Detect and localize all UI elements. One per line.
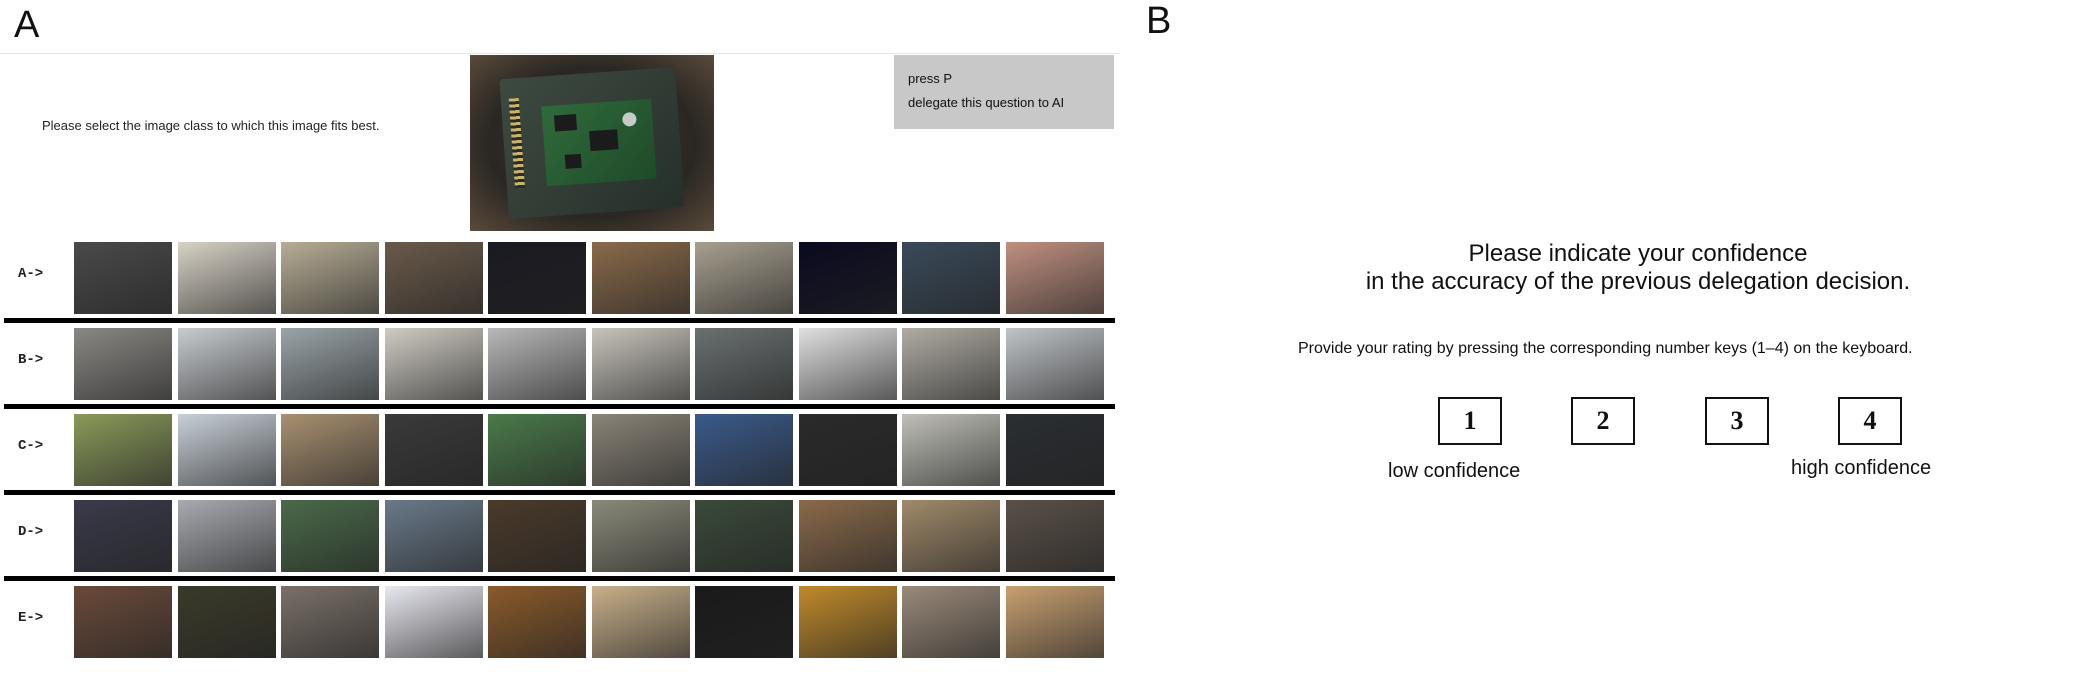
row-divider — [4, 318, 1115, 323]
confidence-title-line-2: in the accuracy of the previous delegati… — [1365, 268, 1911, 295]
rating-key-3[interactable]: 3 — [1705, 397, 1769, 445]
class-example-image — [488, 500, 586, 572]
class-example-image — [1006, 586, 1104, 658]
class-example-image — [592, 500, 690, 572]
class-example-image — [74, 242, 172, 314]
class-example-image — [178, 500, 276, 572]
class-thumbnails — [74, 242, 1114, 314]
low-confidence-label: low confidence — [1388, 460, 1521, 482]
class-thumbnails — [74, 586, 1114, 658]
class-example-image — [385, 242, 483, 314]
class-example-image — [695, 414, 793, 486]
row-divider — [4, 490, 1115, 495]
class-example-image — [385, 500, 483, 572]
class-example-image — [799, 500, 897, 572]
class-example-image — [695, 328, 793, 400]
class-thumbnails — [74, 414, 1114, 486]
class-example-image — [281, 586, 379, 658]
class-row[interactable]: B-> — [0, 324, 1120, 404]
rating-key-1[interactable]: 1 — [1438, 397, 1502, 445]
rating-key-2[interactable]: 2 — [1571, 397, 1635, 445]
class-example-image — [1006, 242, 1104, 314]
class-example-image — [1006, 328, 1104, 400]
class-example-image — [488, 328, 586, 400]
class-example-image — [74, 586, 172, 658]
class-row-label: A-> — [18, 266, 44, 282]
class-example-image — [281, 500, 379, 572]
top-divider — [0, 53, 1120, 54]
chip — [564, 153, 582, 169]
class-example-image — [178, 586, 276, 658]
class-row[interactable]: A-> — [0, 238, 1120, 318]
class-example-image — [281, 414, 379, 486]
class-example-image — [902, 328, 1000, 400]
confidence-title-line-1: Please indicate your confidence — [1468, 240, 1808, 267]
class-row-label: D-> — [18, 524, 44, 540]
class-example-image — [385, 414, 483, 486]
circuit-board — [541, 98, 657, 187]
hard-drive-photo — [499, 67, 685, 219]
query-image — [470, 55, 714, 231]
class-example-image — [592, 414, 690, 486]
chip — [589, 129, 619, 152]
class-example-image — [178, 414, 276, 486]
class-example-image — [592, 586, 690, 658]
class-example-image — [695, 500, 793, 572]
panel-b-label: B — [1146, 0, 1172, 42]
class-example-image — [799, 586, 897, 658]
class-thumbnails — [74, 500, 1114, 572]
class-row-label: E-> — [18, 610, 44, 626]
class-example-image — [178, 242, 276, 314]
class-example-image — [178, 328, 276, 400]
rating-instruction: Provide your rating by pressing the corr… — [1298, 340, 1913, 357]
class-example-image — [1006, 500, 1104, 572]
high-confidence-label: high confidence — [1791, 457, 1932, 479]
class-example-image — [902, 586, 1000, 658]
class-example-image — [281, 328, 379, 400]
class-example-image — [799, 242, 897, 314]
panel-a-label: A — [14, 4, 40, 46]
classification-task-panel: Please select the image class to which t… — [0, 53, 1120, 662]
class-example-image — [488, 586, 586, 658]
class-example-image — [74, 328, 172, 400]
class-example-image — [74, 500, 172, 572]
class-example-image — [385, 586, 483, 658]
class-example-image — [74, 414, 172, 486]
class-example-image — [902, 500, 1000, 572]
class-row[interactable]: C-> — [0, 410, 1120, 490]
class-row-label: C-> — [18, 438, 44, 454]
class-example-image — [902, 414, 1000, 486]
class-example-image — [281, 242, 379, 314]
confidence-rating-panel: Please indicate your confidence in the a… — [1120, 0, 2090, 680]
row-divider — [4, 404, 1115, 409]
class-example-image — [488, 414, 586, 486]
delegate-key-hint: press P — [908, 71, 953, 86]
connector-pins — [508, 98, 525, 189]
task-prompt: Please select the image class to which t… — [42, 118, 380, 133]
row-divider — [4, 576, 1115, 581]
class-example-image — [799, 414, 897, 486]
class-example-image — [902, 242, 1000, 314]
class-example-image — [799, 328, 897, 400]
class-example-image — [592, 242, 690, 314]
delegate-to-ai-button[interactable]: press P delegate this question to AI — [894, 55, 1114, 129]
class-row[interactable]: E-> — [0, 582, 1120, 662]
class-example-image — [1006, 414, 1104, 486]
chip — [621, 111, 637, 127]
class-thumbnails — [74, 328, 1114, 400]
class-example-image — [488, 242, 586, 314]
chip — [553, 114, 578, 132]
class-row[interactable]: D-> — [0, 496, 1120, 576]
class-row-label: B-> — [18, 352, 44, 368]
delegate-description: delegate this question to AI — [908, 95, 1065, 110]
class-example-image — [592, 328, 690, 400]
class-example-image — [385, 328, 483, 400]
class-example-image — [695, 586, 793, 658]
rating-key-4[interactable]: 4 — [1838, 397, 1902, 445]
class-example-image — [695, 242, 793, 314]
